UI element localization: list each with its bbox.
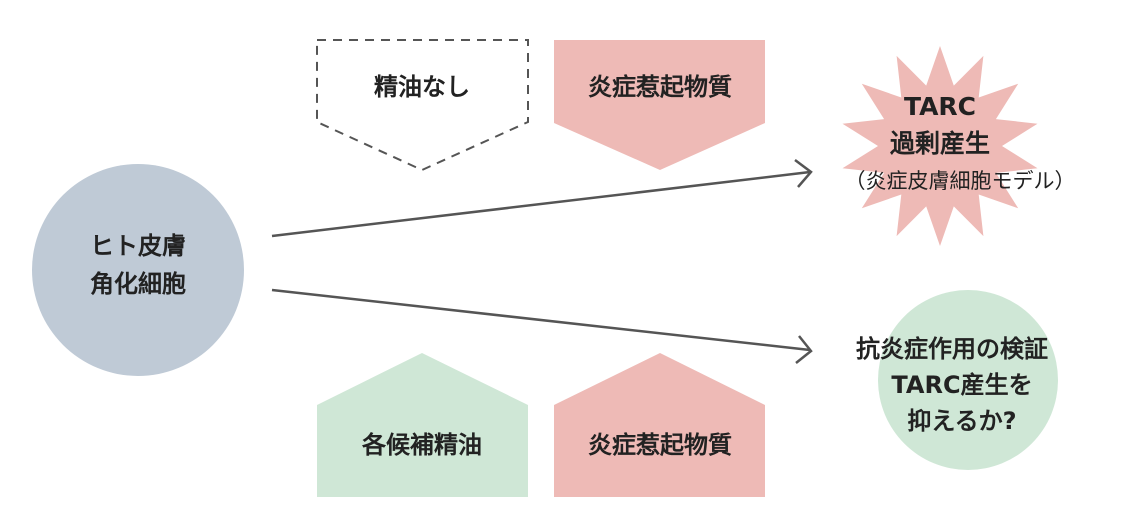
- candidate-oil-shape: [317, 353, 528, 497]
- inducer-bottom-label: 炎症惹起物質: [588, 431, 732, 459]
- cell-label-line1: ヒト皮膚: [90, 232, 186, 260]
- cell-label-line2: 角化細胞: [90, 270, 186, 298]
- verification-line3: 抑えるか?: [907, 407, 1016, 435]
- verification-line1: 抗炎症作用の検証: [856, 335, 1048, 363]
- inducer-top-shape: [554, 40, 765, 170]
- tarc-title: TARC: [904, 92, 976, 121]
- no-oil-shape: [316, 39, 529, 172]
- verification-line2: TARC産生を: [891, 371, 1032, 399]
- verification-circle: [878, 290, 1058, 470]
- inducer-top-label: 炎症惹起物質: [588, 73, 732, 101]
- arrowhead-bottom-icon: [795, 335, 813, 364]
- tarc-burst-shape: [842, 46, 1038, 246]
- no-oil-label: 精油なし: [374, 73, 470, 101]
- tarc-overproduction: 過剰産生: [890, 129, 990, 158]
- arrow-to-verification: [271, 288, 811, 352]
- tarc-model-note: （炎症皮膚細胞モデル）: [845, 169, 1076, 193]
- keratinocyte-circle: [32, 164, 244, 376]
- candidate-oil-label: 各候補精油: [361, 431, 482, 459]
- arrow-to-tarc: [271, 170, 811, 238]
- inducer-bottom-shape: [554, 353, 765, 497]
- arrowhead-top-icon: [794, 159, 813, 188]
